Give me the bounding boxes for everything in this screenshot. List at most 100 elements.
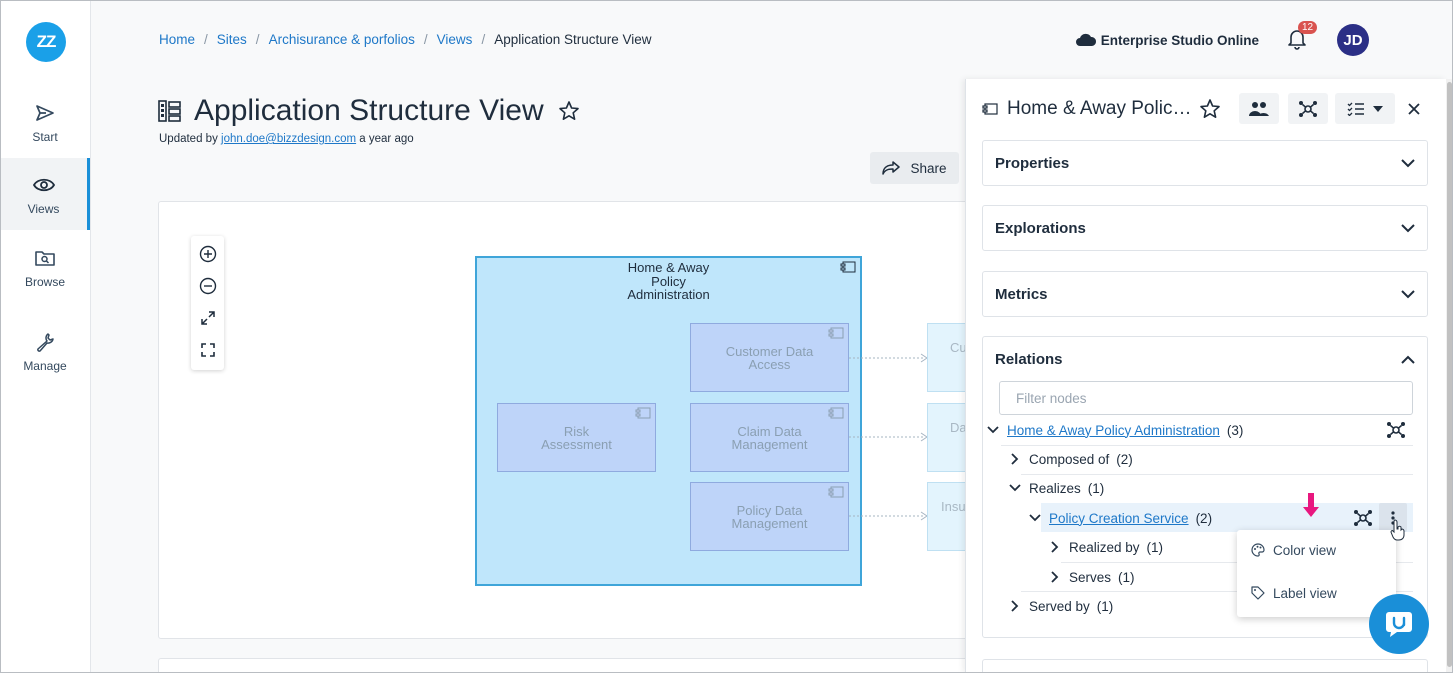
menu-item-color-view[interactable]: Color view xyxy=(1251,536,1336,564)
network-icon[interactable] xyxy=(1353,509,1373,527)
policy-creation-service-count: (2) xyxy=(1195,510,1213,526)
realized-by-count: (1) xyxy=(1146,539,1164,555)
network-icon[interactable] xyxy=(1386,421,1406,439)
chevron-down-icon[interactable] xyxy=(1007,480,1023,496)
breadcrumb-sites[interactable]: Sites xyxy=(216,32,247,47)
section-explorations[interactable]: Explorations xyxy=(982,205,1428,251)
panel-title: Home & Away Polic… xyxy=(982,98,1191,120)
policy-creation-service-link[interactable]: Policy Creation Service xyxy=(1049,510,1189,526)
section-explorations-title: Explorations xyxy=(995,219,1086,237)
tree-row-composed-of[interactable]: Composed of (2) xyxy=(1007,445,1133,473)
node-label-line: Assessment xyxy=(541,436,612,452)
served-by-count: (1) xyxy=(1096,598,1114,614)
chat-support-button[interactable] xyxy=(1369,594,1429,654)
tree-row-realized-by[interactable]: Realized by (1) xyxy=(1047,533,1163,561)
panel-scrollbar-thumb[interactable] xyxy=(1447,82,1452,667)
favorite-star-icon[interactable] xyxy=(558,100,580,122)
checklist-dropdown-button[interactable] xyxy=(1335,93,1395,124)
notifications-button[interactable]: 12 xyxy=(1287,21,1318,52)
breadcrumb-separator: / xyxy=(204,32,208,47)
diagram-canvas[interactable]: Home & Away Policy Administration Custom… xyxy=(158,201,979,639)
nav-browse-label: Browse xyxy=(24,275,65,289)
fit-to-screen-icon[interactable] xyxy=(198,340,218,360)
nav-browse[interactable]: Browse xyxy=(0,231,90,303)
breadcrumb-views[interactable]: Views xyxy=(436,32,473,47)
section-properties[interactable]: Properties xyxy=(982,140,1428,186)
chevron-down-icon[interactable] xyxy=(985,422,1001,438)
root-node-link[interactable]: Home & Away Policy Administration xyxy=(1007,422,1220,438)
share-icon xyxy=(882,161,901,175)
nav-start-label: Start xyxy=(32,130,58,144)
chevron-right-icon[interactable] xyxy=(1047,569,1063,585)
share-button[interactable]: Share xyxy=(870,152,959,184)
more-options-button[interactable] xyxy=(1379,503,1407,532)
nav-start[interactable]: Start xyxy=(0,86,90,158)
component-icon xyxy=(828,407,844,419)
served-by-label: Served by xyxy=(1029,598,1090,614)
zoom-out-icon[interactable] xyxy=(198,276,218,296)
cloud-icon xyxy=(1075,33,1096,46)
node-label-line: Management xyxy=(731,515,808,531)
breadcrumb: Home / Sites / Archisurance & porfolios … xyxy=(159,32,652,47)
component-icon xyxy=(828,327,844,339)
selected-row-highlight xyxy=(1041,503,1413,532)
folder-search-icon xyxy=(32,245,58,271)
expand-icon[interactable] xyxy=(198,308,218,328)
breadcrumb-home[interactable]: Home xyxy=(159,32,196,47)
composed-of-label: Composed of xyxy=(1029,451,1110,467)
component-icon xyxy=(840,261,856,273)
tree-row-realizes[interactable]: Realizes (1) xyxy=(1007,474,1104,502)
chevron-up-icon xyxy=(1401,355,1415,364)
section-properties-title: Properties xyxy=(995,154,1070,172)
nav-views[interactable]: Views xyxy=(0,158,90,230)
node-label-line: Management xyxy=(731,436,808,452)
realized-by-label: Realized by xyxy=(1069,539,1140,555)
panel-title-text: Home & Away Polic… xyxy=(1007,98,1192,119)
chevron-down-icon xyxy=(1401,289,1415,298)
chevron-right-icon[interactable] xyxy=(1007,598,1023,614)
panel-favorite-star-icon[interactable] xyxy=(1199,98,1221,120)
tree-row-served-by[interactable]: Served by (1) xyxy=(1007,592,1113,620)
node-label-line: Customer Data xyxy=(725,343,814,359)
updated-user-link[interactable]: john.doe@bizzdesign.com xyxy=(221,133,357,145)
breadcrumb-archisurance[interactable]: Archisurance & porfolios xyxy=(268,32,415,47)
section-relations: Relations Filter nodes Home & Away Polic… xyxy=(982,336,1428,638)
close-icon[interactable] xyxy=(1408,103,1420,115)
studio-label: Enterprise Studio Online xyxy=(1100,32,1259,48)
top-right-bar: Enterprise Studio Online 12 JD xyxy=(1075,21,1369,56)
section-relations-header[interactable]: Relations xyxy=(983,337,1427,381)
realizes-label: Realizes xyxy=(1029,480,1081,496)
menu-item-label-view[interactable]: Label view xyxy=(1251,579,1337,607)
updated-suffix: a year ago xyxy=(359,133,414,145)
zoom-in-icon[interactable] xyxy=(198,244,218,264)
studio-link[interactable]: Enterprise Studio Online xyxy=(1075,32,1259,48)
tree-row-policy-creation-service[interactable]: Policy Creation Service (2) xyxy=(1027,504,1212,532)
eye-icon xyxy=(31,172,57,198)
node-label-line: Access xyxy=(748,356,791,372)
chevron-right-icon[interactable] xyxy=(1047,539,1063,555)
people-button[interactable] xyxy=(1239,93,1279,124)
network-button[interactable] xyxy=(1288,93,1328,124)
application-structure-icon xyxy=(158,100,181,122)
breadcrumb-separator: / xyxy=(481,32,486,47)
user-avatar[interactable]: JD xyxy=(1337,24,1369,56)
people-group-icon xyxy=(1249,101,1269,116)
tree-row-serves[interactable]: Serves (1) xyxy=(1047,563,1135,591)
chevron-down-icon[interactable] xyxy=(1027,510,1043,526)
section-metrics[interactable]: Metrics xyxy=(982,271,1428,317)
nav-manage[interactable]: Manage xyxy=(0,315,90,387)
chevron-right-icon[interactable] xyxy=(1007,451,1023,467)
zoom-toolbar xyxy=(191,236,224,370)
filter-nodes-input[interactable]: Filter nodes xyxy=(999,381,1413,415)
node-label-line: Risk xyxy=(563,423,590,439)
realizes-count: (1) xyxy=(1087,480,1105,496)
app-logo[interactable]: ZZ xyxy=(26,22,66,62)
node-label-line: Policy Data xyxy=(736,502,803,518)
tree-row-root[interactable]: Home & Away Policy Administration (3) xyxy=(985,416,1243,444)
chevron-down-icon xyxy=(1401,223,1415,232)
divider xyxy=(1021,591,1413,592)
